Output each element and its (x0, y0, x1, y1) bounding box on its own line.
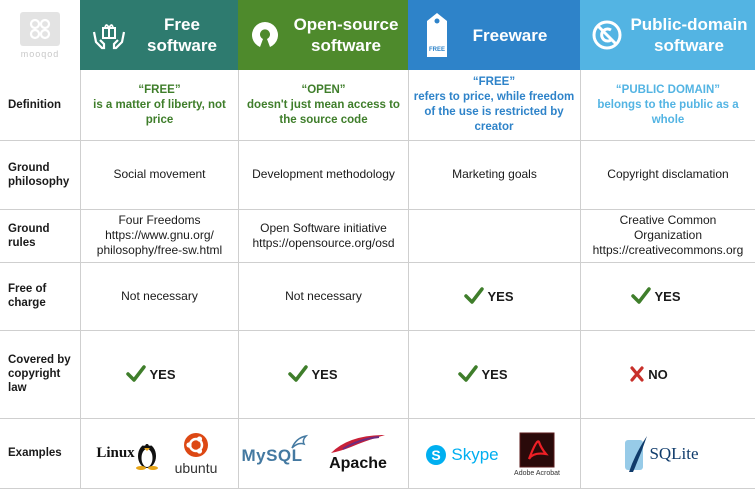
checkmark-icon (288, 365, 309, 382)
row-label-examples: Examples (8, 447, 62, 459)
apache-logo: Apache (318, 430, 398, 476)
apache-logo-text: Apache (329, 455, 387, 472)
checkmark-icon (458, 365, 479, 382)
tux-penguin-icon (135, 442, 158, 470)
column-header-freeware: FREE Freeware (408, 0, 580, 70)
linux-logo: Linux (94, 432, 160, 474)
sqlite-feather-icon (625, 436, 648, 472)
definition-quote: “OPEN” (301, 83, 346, 96)
charge-freeware: YES (409, 262, 569, 330)
charge-open-source: Not necessary (285, 288, 362, 303)
yes-text: YES (654, 288, 681, 304)
copyright-public-domain: NO (581, 330, 717, 418)
definition-free-software: “FREE” is a matter of liberty, not price (81, 72, 238, 138)
yes-text: YES (149, 366, 176, 382)
mooqod-logo-icon (20, 11, 60, 46)
sqlite-logo-text: SQLite (649, 444, 699, 463)
philosophy-freeware: Marketing goals (452, 167, 537, 181)
no-text: NO (648, 366, 668, 382)
dolphin-icon (291, 434, 309, 449)
definition-quote: “PUBLIC DOMAIN” (615, 83, 721, 96)
linux-logo-text: Linux (96, 444, 135, 461)
skype-logo: S Skype (424, 440, 500, 470)
mysql-logo: MySQL (232, 434, 312, 474)
definition-open-source: “OPEN” doesn't just mean access to the so… (239, 72, 408, 138)
rules-freeware (409, 209, 580, 262)
column-title-line1: Free (164, 15, 200, 34)
definition-text: is a matter of liberty, not price (93, 98, 226, 126)
open-source-icon (242, 19, 288, 51)
philosophy-free-software: Social movement (113, 167, 206, 181)
column-title-line1: Freeware (472, 25, 548, 45)
mysql-logo-text: MySQL (241, 446, 303, 465)
column-header-open-source: Open-source software (238, 0, 408, 70)
logo-text: mooqod (20, 48, 60, 59)
definition-quote: “FREE” (472, 76, 516, 88)
column-title-line1: Open-source (293, 15, 399, 34)
copyright-freeware: YES (409, 330, 557, 418)
column-header-free-software: Free software (80, 0, 238, 70)
yes-text: YES (311, 366, 338, 382)
acrobat-icon (519, 432, 555, 467)
column-title-line2: software (311, 36, 381, 55)
philosophy-open-source: Development methodology (252, 167, 395, 181)
yes-text: YES (487, 288, 514, 304)
ubuntu-circle-icon (184, 433, 208, 457)
definition-public-domain: “PUBLIC DOMAIN” belongs to the public as … (584, 72, 752, 138)
charge-public-domain: YES (581, 262, 731, 330)
definition-freeware: “FREE” refers to price, while freedom of … (412, 72, 576, 138)
copyright-free-software: YES (81, 330, 221, 418)
definition-text: refers to price, while freedom of the us… (413, 91, 575, 133)
checkmark-icon (464, 287, 485, 304)
definition-text: belongs to the public as a whole (597, 98, 739, 126)
skype-icon: S (426, 445, 447, 465)
checkmark-icon (126, 365, 147, 382)
column-title-line2: software (654, 36, 724, 55)
tag-text: FREE (429, 47, 445, 53)
column-header-public-domain: Public-domain software (580, 0, 755, 70)
column-title-line1: Public-domain (630, 15, 748, 34)
row-label-definition: Definition (8, 99, 62, 111)
sqlite-logo: SQLite (616, 432, 706, 476)
yes-text: YES (481, 366, 508, 382)
no-copyright-icon (584, 19, 630, 51)
cross-icon (630, 366, 644, 382)
ubuntu-logo-text: ubuntu (174, 460, 218, 476)
acrobat-logo-text: Adobe Acrobat (514, 469, 560, 477)
hands-gift-icon (86, 18, 132, 52)
checkmark-icon (631, 287, 652, 304)
charge-free-software: Not necessary (121, 288, 198, 303)
brand-logo: mooqod (0, 0, 80, 70)
acrobat-logo: Adobe Acrobat (506, 426, 568, 482)
price-tag-icon: FREE (414, 11, 460, 59)
definition-quote: “FREE” (138, 83, 181, 96)
definition-text: doesn't just mean access to the source c… (247, 98, 400, 126)
ubuntu-logo: ubuntu (168, 432, 224, 476)
skype-logo-text: Skype (451, 445, 499, 464)
svg-text:S: S (432, 447, 441, 463)
copyright-open-source: YES (239, 330, 387, 418)
feather-icon (331, 435, 385, 453)
column-title-line2: software (147, 36, 217, 55)
philosophy-public-domain: Copyright disclamation (607, 167, 729, 181)
